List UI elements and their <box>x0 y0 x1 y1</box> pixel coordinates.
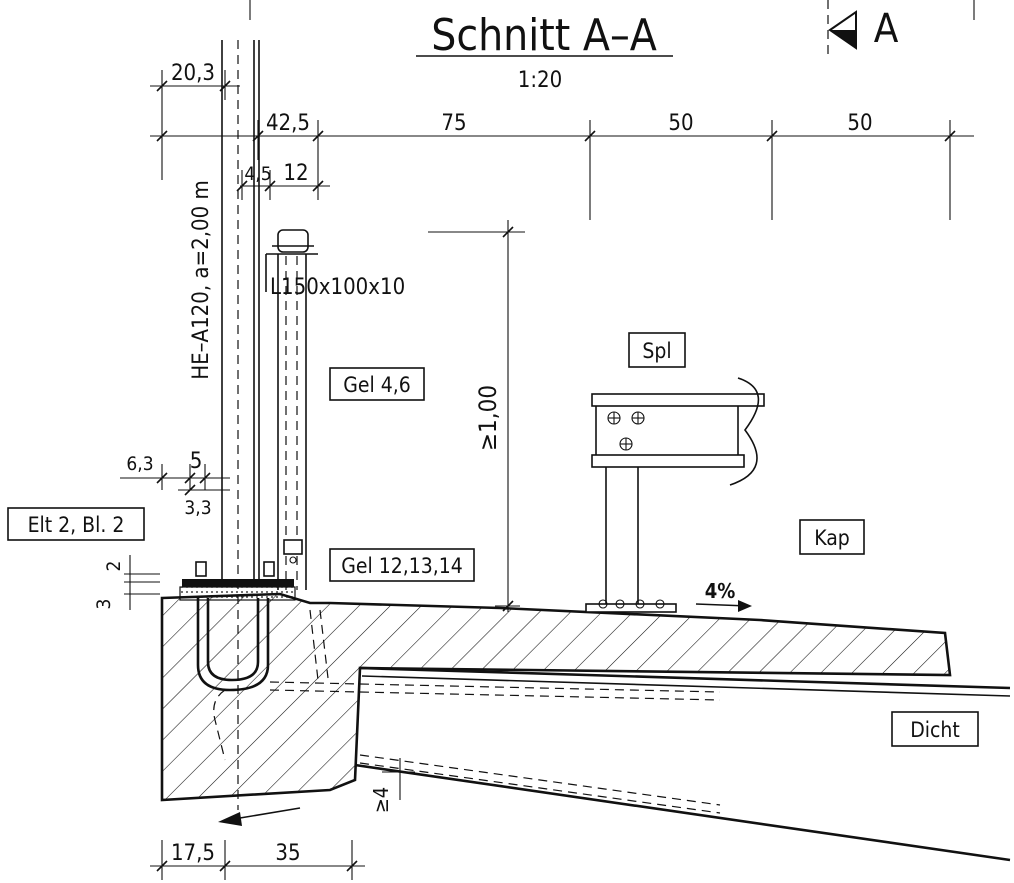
dim-50-a: 50 <box>668 111 693 136</box>
height-dimension: ≥1,00 <box>428 220 525 612</box>
label-gel-4-6: Gel 4,6 <box>343 373 411 397</box>
label-box-gel-4-6: Gel 4,6 <box>329 367 425 401</box>
dim-75: 75 <box>441 111 466 136</box>
dim-height: ≥1,00 <box>474 385 502 451</box>
section-marker-letter: A <box>874 6 899 52</box>
dim-3: 3 <box>93 599 115 610</box>
dim-4-5: 4,5 <box>244 163 271 185</box>
dim-6-3: 6,3 <box>126 453 153 475</box>
dim-3-3: 3,3 <box>184 497 211 519</box>
section-marker: A <box>827 0 899 60</box>
bottom-dimension-chain: 17,5 35 <box>150 840 365 880</box>
dim-5: 5 <box>190 449 203 474</box>
label-gel-12-13-14: Gel 12,13,14 <box>341 554 463 578</box>
dim-2: 2 <box>103 561 125 572</box>
curb-concrete <box>160 592 952 802</box>
bridge-deck <box>269 666 1011 862</box>
label-spl: Spl <box>642 339 671 363</box>
slope-indicator: 4% <box>695 579 752 612</box>
left-small-dims: 6,3 5 3,3 2 3 <box>93 449 230 610</box>
dim-ge4: ≥4 <box>369 787 393 814</box>
label-elt: Elt 2, Bl. 2 <box>28 513 125 537</box>
label-box-gel-12-13-14: Gel 12,13,14 <box>329 548 475 582</box>
base-plate <box>182 579 294 587</box>
label-box-dicht: Dicht <box>891 711 979 747</box>
top-dimension-chain: 20,3 42,5 75 50 50 4,5 12 <box>150 61 974 220</box>
label-box-kap: Kap <box>799 519 865 555</box>
label-box-spl: Spl <box>628 332 686 368</box>
dim-35: 35 <box>275 841 300 866</box>
drain-arrow <box>218 807 301 826</box>
angle-bracket <box>265 229 318 590</box>
post-label: HE–A120, a=2,00 m <box>189 180 214 380</box>
min-4-dimension: ≥4 <box>369 758 415 813</box>
dim-20-3: 20,3 <box>171 61 215 86</box>
dim-12: 12 <box>283 161 308 186</box>
drawing-title: Schnitt A–A <box>431 10 657 61</box>
dim-50-b: 50 <box>847 111 872 136</box>
label-box-elt: Elt 2, Bl. 2 <box>7 507 145 541</box>
slope-label: 4% <box>705 579 736 603</box>
anchor-bolts <box>195 561 275 692</box>
angle-label: L150x100x10 <box>270 275 405 300</box>
dim-42-5: 42,5 <box>266 111 310 136</box>
dim-17-5: 17,5 <box>171 841 215 866</box>
drawing-scale: 1:20 <box>518 68 562 93</box>
label-dicht: Dicht <box>910 718 960 742</box>
guardrail <box>585 377 765 613</box>
label-kap: Kap <box>814 526 850 550</box>
